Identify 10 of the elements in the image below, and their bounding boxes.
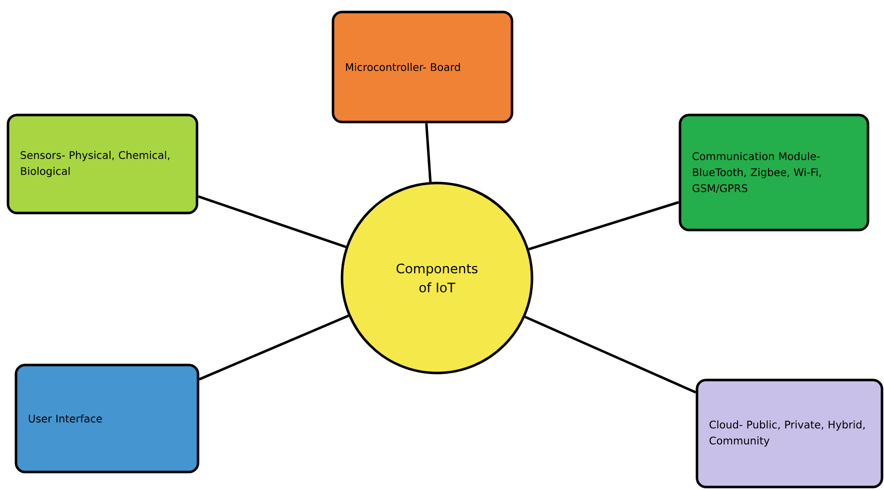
connector-line (524, 316, 696, 394)
connector-line (425, 123, 432, 182)
component-box: Communication Module- BlueTooth, Zigbee, Wi-Fi, GSM/GPRS (678, 114, 870, 232)
connector-line (528, 201, 680, 250)
connector-line (198, 195, 346, 248)
component-box: Cloud- Public, Private, Hybrid, Community (696, 378, 884, 488)
component-box: Microcontroller- Board (332, 10, 514, 124)
component-box: Sensors- Physical, Chemical, Biological (6, 114, 198, 214)
connector-line (198, 314, 349, 380)
component-box: User Interface (14, 364, 200, 474)
